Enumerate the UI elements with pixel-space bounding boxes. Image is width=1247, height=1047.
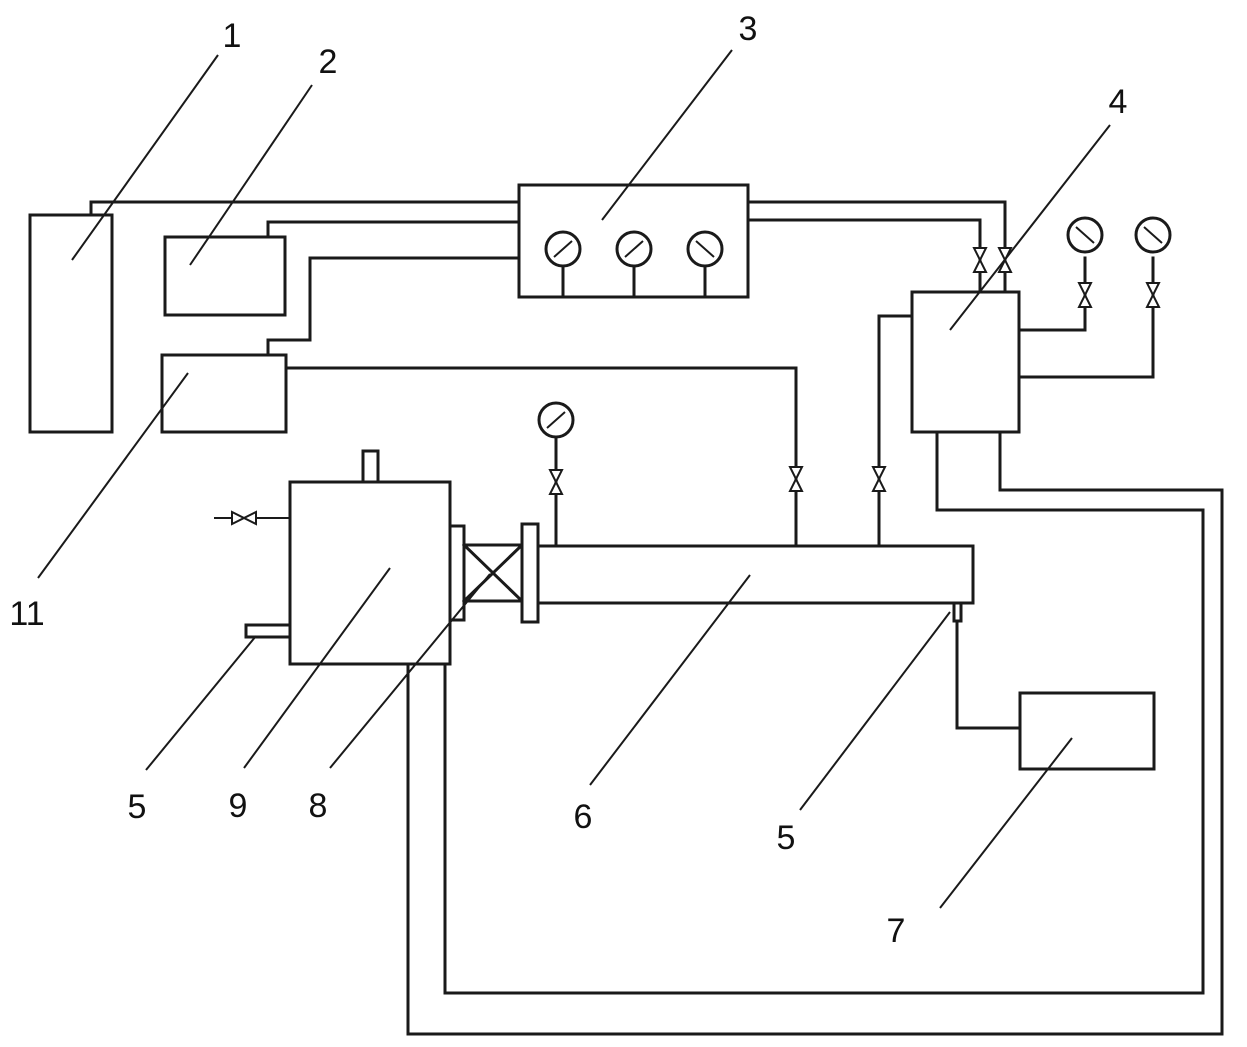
valve-icon [231, 510, 257, 526]
label-9: 9 [229, 787, 248, 825]
component-1-cylinder [28, 213, 114, 434]
pipe-3-to-4-outer [746, 200, 1007, 294]
leader-8 [329, 573, 491, 769]
valve-icon [788, 466, 804, 492]
component-5-port-left [244, 623, 292, 639]
pipe-11-to-3 [266, 256, 521, 357]
component-11-box [160, 353, 288, 434]
label-3: 3 [739, 10, 758, 48]
pipe-1-to-3 [89, 200, 521, 217]
leader-3 [601, 49, 733, 221]
loop-outer [406, 430, 1224, 1036]
loop-inner [443, 430, 1205, 995]
valve-icon [1145, 282, 1161, 308]
component-9-top-port [361, 449, 380, 484]
pipe-6-to-7 [955, 601, 1022, 730]
label-5-left: 5 [128, 788, 147, 826]
valve-icon [972, 247, 988, 273]
valve-icon [871, 466, 887, 492]
pressure-gauge-icon [686, 230, 724, 268]
leader-7 [939, 737, 1073, 909]
pipe-4-to-gauge-a [1017, 256, 1087, 332]
pipe-2-to-3 [266, 220, 521, 239]
label-1: 1 [223, 17, 242, 55]
valve-icon [548, 469, 564, 495]
label-2: 2 [319, 43, 338, 81]
pressure-gauge-icon [1066, 216, 1104, 254]
pressure-gauge-icon [615, 230, 653, 268]
leader-5-left [145, 635, 257, 771]
label-5-right: 5 [777, 819, 796, 857]
filter-cross-b [461, 542, 525, 604]
pipe-4-to-6 [877, 314, 914, 548]
component-7-box [1018, 691, 1156, 771]
component-2-box [163, 235, 287, 317]
component-4-box [910, 290, 1021, 434]
leader-4 [949, 124, 1111, 331]
component-9-box [288, 480, 452, 666]
leader-1 [71, 54, 219, 261]
component-6-tube [536, 544, 975, 605]
label-11: 11 [9, 595, 44, 633]
leader-11 [37, 372, 189, 579]
component-5-port-right [952, 601, 963, 623]
label-4: 4 [1109, 83, 1128, 121]
label-7: 7 [887, 912, 906, 950]
label-6: 6 [574, 798, 593, 836]
pressure-gauge-icon [1134, 216, 1172, 254]
leader-2 [189, 84, 313, 266]
flange-right [520, 522, 540, 624]
label-8: 8 [309, 787, 328, 825]
valve-icon [1077, 282, 1093, 308]
pressure-gauge-icon [537, 401, 575, 439]
pipe-3-to-4-inner [746, 218, 982, 294]
leader-6 [589, 574, 751, 786]
leader-9 [243, 567, 391, 769]
leader-5-right [799, 611, 951, 811]
pressure-gauge-icon [544, 230, 582, 268]
flange-left [448, 524, 466, 622]
